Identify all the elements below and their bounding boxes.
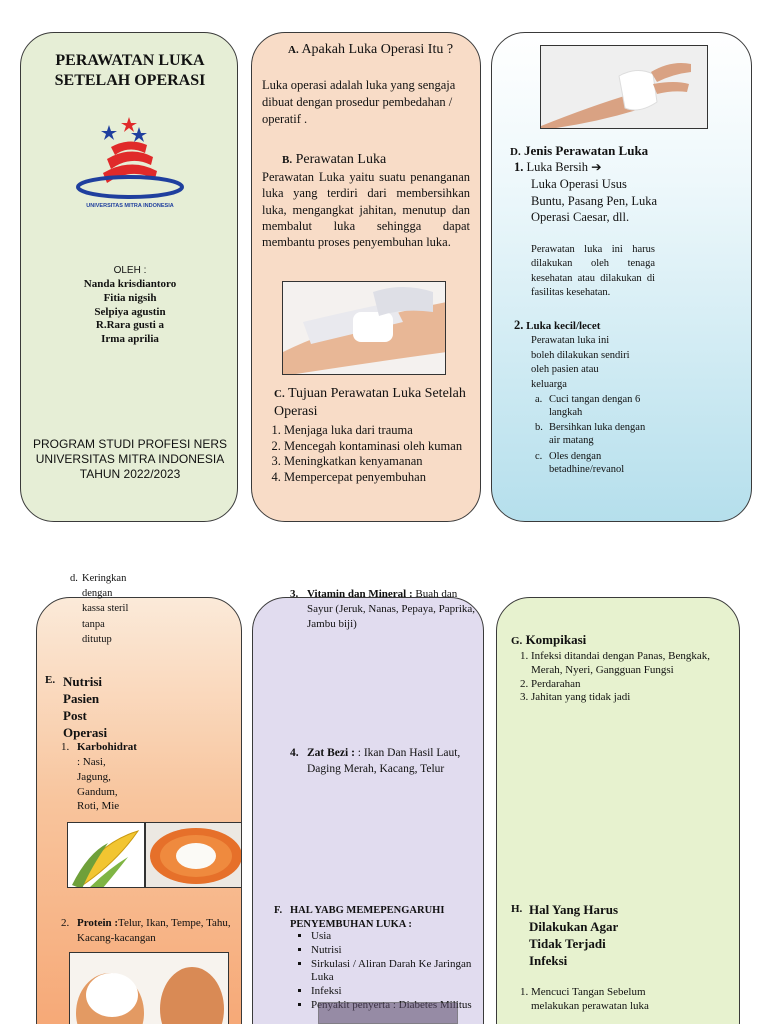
section-c-title: Tujuan Perawatan Luka Setelah Operasi [274,386,466,420]
rice-plate-photo [145,822,241,888]
list-item: Mempercepat penyembuhan [284,470,474,486]
wound-photo-strip [318,1002,458,1024]
logo-caption: UNIVERSITAS MITRA INDONESIA [86,203,173,209]
author-name: R.Rara gusti a [95,319,165,332]
section-b-title: Perawatan Luka [295,152,387,167]
arrow-right-icon: ➔ [591,159,602,174]
section-h-list: Mencuci Tangan Sebelum melakukan perawat… [501,986,651,1014]
bandaged-hand-photo [540,45,708,129]
protein-title: Protein : [77,917,119,929]
list-item: Usia [311,930,483,944]
eggs-photo [69,952,229,1024]
care-step: b. Bersihkan luka dengan air matang [535,422,646,447]
care-step: c. Oles dengan betadhine/revanol [535,450,625,475]
care-step: a. Cuci tangan dengan 6 langkah [535,394,641,419]
definition-panel: A. Apakah Luka Operasi Itu ? Luka operas… [251,32,481,522]
section-a-text: Luka operasi adalah luka yang sengaja di… [262,78,456,126]
protein-text: Telur, Ikan, Tempe, Tahu, Kacang-kacanga… [77,917,231,944]
wound-type-1-desc: Perawatan luka ini harus dilakukan oleh … [531,244,655,299]
section-letter: E. [45,674,56,686]
section-h-heading: H. Hal Yang Harus Dilakukan Agar Tidak T… [511,902,651,970]
section-a-heading: A. Apakah Luka Operasi Itu ? [288,41,468,59]
section-letter: A. [288,44,299,56]
cover-title: PERAWATAN LUKA SETELAH OPERASI [54,52,206,90]
complications-panel: G. Kompikasi Infeksi ditandai dengan Pan… [496,597,740,1024]
university-logo-icon: UNIVERSITAS MITRA INDONESIA [71,115,189,215]
wound-type-1-examples: Luka Operasi Usus Buntu, Pasang Pen, Luk… [531,177,658,224]
section-letter: D. [510,146,521,158]
corn-photo [67,822,145,888]
section-c-list: Menjaga luka dari trauma Mencegah kontam… [262,423,474,486]
list-item: Sirkulasi / Aliran Darah Ke Jaringan Luk… [311,958,483,986]
carbohydrate-item: 1. Karbohidrat : Nasi, Jagung, Gandum, R… [61,741,137,813]
section-d-heading: D. Jenis Perawatan Luka [510,143,740,160]
wound-types-panel: D. Jenis Perawatan Luka 1. Luka Bersih ➔… [491,32,752,522]
author-name: Nanda krisdiantoro [83,278,177,290]
list-item: Infeksi ditandai dengan Panas, Bengkak, … [531,650,721,678]
list-item: Mencegah kontaminasi oleh kuman [284,439,474,455]
factors-panel [252,597,484,1024]
list-item: Nutrisi [311,944,483,958]
section-letter: F. [274,905,283,916]
university-name: UNIVERSITAS MITRA INDONESIA [35,452,225,466]
section-f-heading: F. HAL YABG MEMEPENGARUHI PENYEMBUHAN LU… [274,904,474,931]
vitamin-title: Vitamin dan Mineral : [307,588,413,600]
section-g-heading: G. Kompikasi [511,632,711,649]
author-name: Selpiya agustin [94,305,166,318]
vitamin-text: Buah dan Sayur (Jeruk, Nanas, Pepaya, Pa… [307,588,476,630]
carbohydrate-title: Karbohidrat [77,741,137,753]
section-f-title: HAL YABG MEMEPENGARUHI PENYEMBUHAN LUKA … [290,905,445,930]
cover-panel: PERAWATAN LUKA SETELAH OPERASI UNIVERSIT… [20,32,238,522]
list-item: Mencuci Tangan Sebelum melakukan perawat… [531,986,651,1014]
care-steps: a. Cuci tangan dengan 6 langkah b. Bersi… [535,393,695,476]
section-d-title: Jenis Perawatan Luka [523,143,649,158]
wound-type-2-title: Luka kecil/lecet [526,320,601,332]
program-name: PROGRAM STUDI PROFESI NERS [32,437,228,451]
protein-item: 2. Protein :Telur, Ikan, Tempe, Tahu, Ka… [61,917,231,944]
author-name: Fitia nigsih [103,291,157,304]
care-step-d: d. Keringkan dengan kassa steril tanpa d… [70,573,129,645]
author-list: Nanda krisdiantoro Fitia nigsih Selpiya … [21,278,237,347]
author-name: Irma aprilia [101,333,159,345]
nutrition-panel: E. Nutrisi Pasien Post Operasi 1. Karboh… [36,597,242,1024]
list-item: Perdarahan [531,678,721,692]
section-b-heading: B. Perawatan Luka [282,151,472,169]
section-b-text: Perawatan Luka yaitu suatu penanganan lu… [262,170,470,249]
section-e-heading: E. Nutrisi Pasien Post Operasi [45,674,165,742]
wound-type-2: 2. Luka kecil/lecet [514,318,601,332]
section-letter: B. [282,154,293,166]
program-block: PROGRAM STUDI PROFESI NERS UNIVERSITAS M… [27,437,233,482]
iron-item: 4. Zat Bezi : : Ikan Dan Hasil Laut, Dag… [290,747,461,775]
section-g-list: Infeksi ditandai dengan Panas, Bengkak, … [501,650,721,705]
section-c-heading: C. Tujuan Perawatan Luka Setelah Operasi [274,385,474,421]
iron-title: Zat Bezi : [307,747,355,759]
section-a-title: Apakah Luka Operasi Itu ? [301,42,454,57]
section-g-title: Kompikasi [525,632,587,647]
bandaging-arm-photo [282,281,446,375]
academic-year: TAHUN 2022/2023 [79,467,181,481]
wound-type-1-title: Luka Bersih [526,160,588,174]
list-item: Infeksi [311,985,483,999]
carbohydrate-text: : Nasi, Jagung, Gandum, Roti, Mie [77,755,120,813]
section-letter: C. [274,388,285,400]
section-f-list: Usia Nutrisi Sirkulasi / Aliran Darah Ke… [297,930,483,1013]
vitamin-item: 3. Vitamin dan Mineral : Buah dan Sayur … [290,588,476,630]
section-letter: H. [511,903,523,915]
wound-type-2-desc: Perawatan luka ini boleh dilakukan sendi… [531,335,630,391]
list-item: Meningkatkan kenyamanan [284,454,474,470]
by-label: OLEH : [113,265,147,276]
iron-text: : Ikan Dan Hasil Laut, Daging Merah, Kac… [307,747,461,775]
list-item: Jahitan yang tidak jadi [531,691,721,705]
list-item: Menjaga luka dari trauma [284,423,474,439]
section-h-title: Hal Yang Harus Dilakukan Agar Tidak Terj… [529,902,619,968]
section-letter: G. [511,635,523,647]
wound-type-1: 1. Luka Bersih ➔ [514,159,602,174]
section-e-title: Nutrisi Pasien Post Operasi [63,674,108,740]
